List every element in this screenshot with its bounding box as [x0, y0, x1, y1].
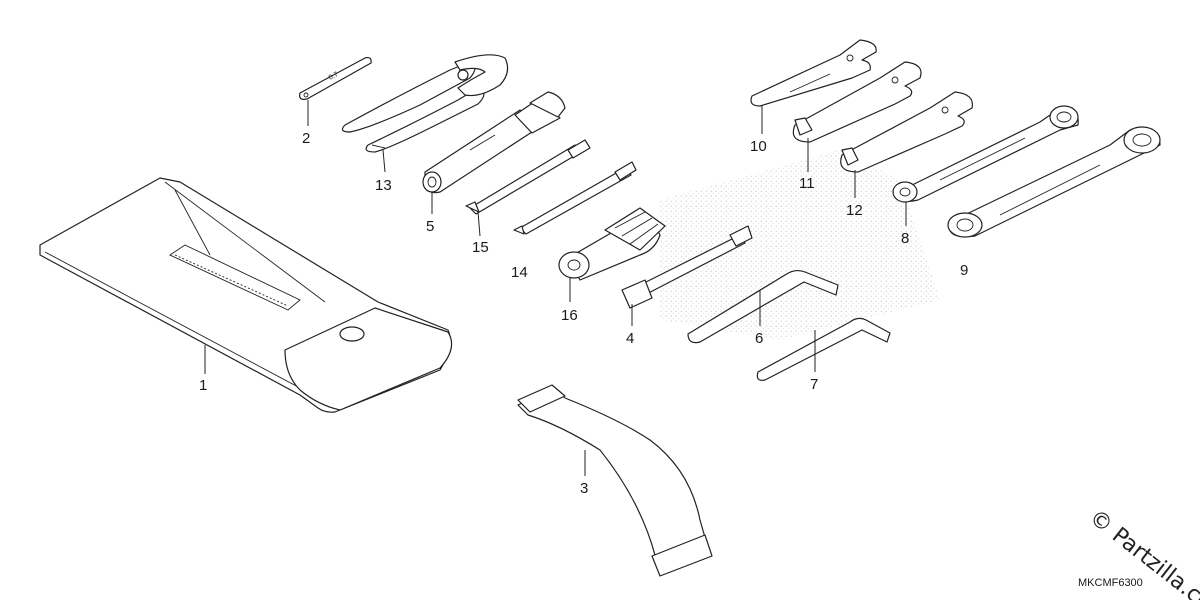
callout-11: 11 — [799, 175, 815, 192]
background-stipple — [660, 150, 940, 340]
part-7-hex-key[interactable] — [756, 317, 891, 381]
callout-3: 3 — [580, 480, 588, 497]
diagram-code: MKCMF6300 — [1078, 577, 1143, 589]
callout-5: 5 — [426, 218, 434, 235]
callout-13: 13 — [375, 177, 392, 194]
part-14-screwdriver-phillips[interactable] — [513, 161, 637, 235]
callout-9: 9 — [960, 262, 968, 279]
part-11-open-wrench[interactable] — [792, 61, 922, 143]
callout-2: 2 — [302, 130, 310, 147]
part-12-open-wrench[interactable] — [840, 91, 973, 173]
callout-15: 15 — [472, 239, 489, 256]
part-15-screwdriver-flat[interactable] — [465, 139, 591, 215]
part-6-hex-key[interactable] — [687, 269, 839, 344]
part-3-strap[interactable] — [517, 384, 713, 577]
part-8-box-wrench[interactable] — [892, 105, 1079, 203]
part-10-open-wrench[interactable] — [750, 39, 877, 107]
leader-lines — [204, 100, 907, 476]
callout-4: 4 — [626, 330, 634, 347]
part-13-pliers[interactable] — [341, 54, 509, 153]
callout-10: 10 — [750, 138, 767, 155]
part-16-screwdriver-handle[interactable] — [558, 207, 666, 281]
callout-1: 1 — [199, 377, 207, 394]
part-9-box-wrench[interactable] — [947, 126, 1161, 238]
part-4-extension-bar[interactable] — [621, 225, 753, 309]
callout-8: 8 — [901, 230, 909, 247]
part-1-tool-bag[interactable] — [39, 177, 453, 413]
part-5-socket-wrench[interactable] — [422, 91, 566, 194]
callout-14: 14 — [511, 264, 528, 281]
callout-16: 16 — [561, 307, 578, 324]
callout-labels: 1 2 3 4 5 6 7 8 9 10 11 12 13 14 15 16 — [199, 130, 968, 497]
part-2-key-plate[interactable]: 0.7 — [299, 56, 372, 100]
callout-7: 7 — [810, 376, 818, 393]
svg-text:0.7: 0.7 — [328, 71, 340, 82]
callout-6: 6 — [755, 330, 763, 347]
callout-12: 12 — [846, 202, 863, 219]
